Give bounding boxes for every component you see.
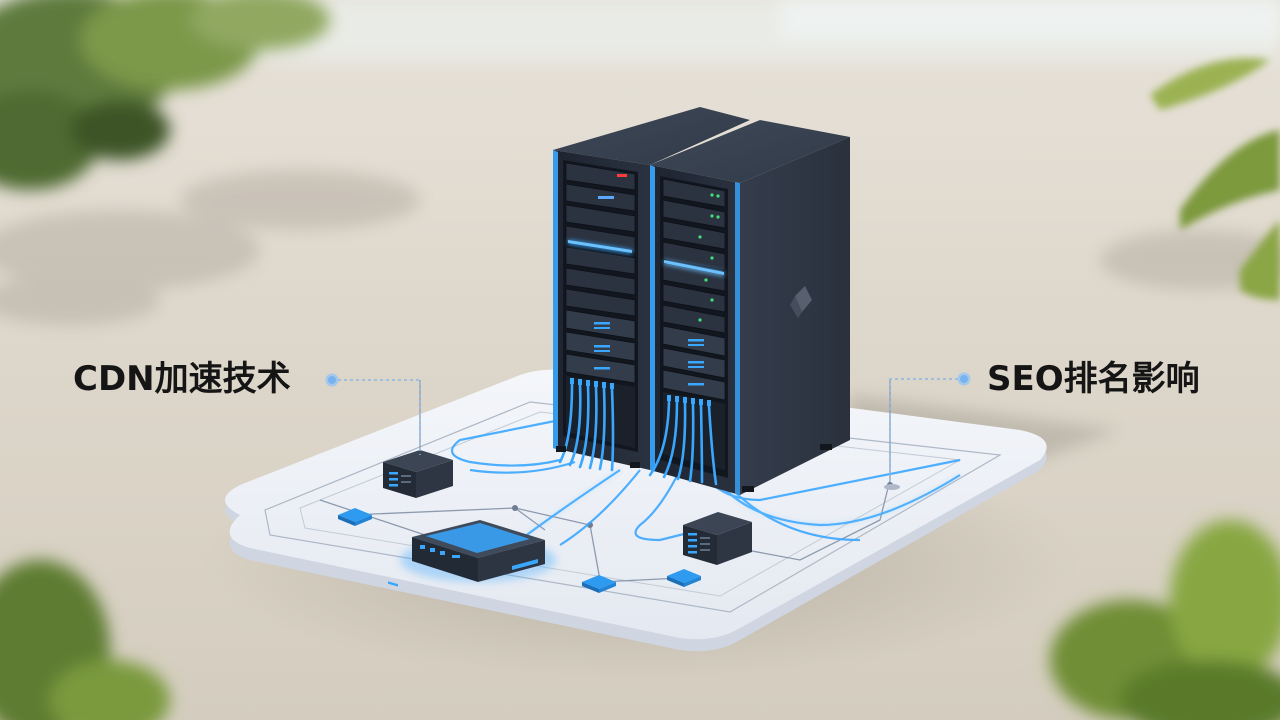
- network-node-icon: [383, 450, 453, 587]
- network-node-icon: [683, 512, 752, 565]
- chip-icon: [582, 575, 616, 593]
- plant-right: [1150, 58, 1280, 300]
- rack-drive-bays: [565, 162, 636, 384]
- plant-bottom: [0, 520, 1280, 720]
- label-seo-ranking-impact: SEO排名影响: [987, 359, 1200, 399]
- router-icon: [400, 520, 556, 582]
- label-cdn-acceleration: CDN加速技术: [73, 359, 291, 399]
- callout-connector-right: [884, 372, 971, 490]
- chip-icon: [338, 508, 372, 526]
- leaf-shadows: [0, 170, 1280, 325]
- callout-connector-left: [325, 373, 421, 455]
- chip-icon: [667, 569, 701, 587]
- server-rack-icon: [553, 107, 750, 472]
- plant-top-left: [0, 0, 330, 190]
- server-rack-icon: [648, 120, 850, 495]
